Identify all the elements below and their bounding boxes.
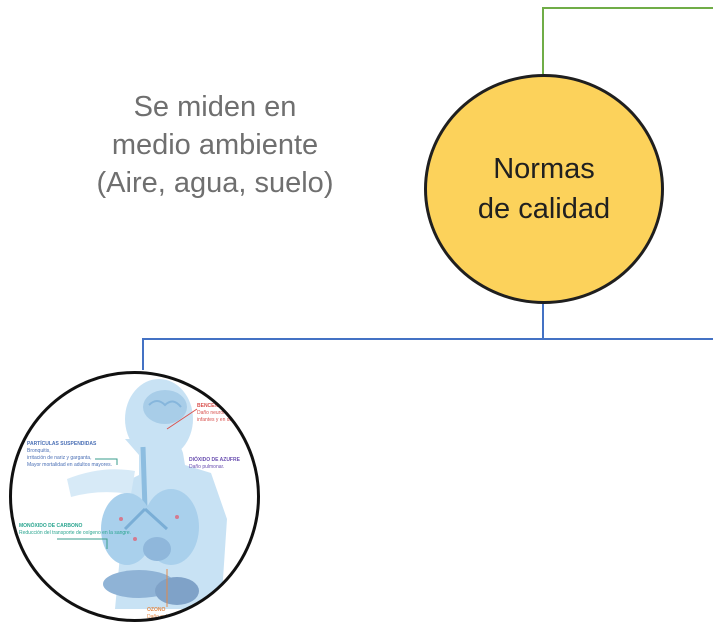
main-node-line-1: Normas (493, 153, 595, 185)
label-monoxido-desc: Reducción del transporte de oxígeno en l… (19, 530, 131, 536)
label-ozono: OZONO (147, 607, 165, 613)
label-dioxido: DIÓXIDO DE AZUFRE (189, 455, 241, 463)
label-benceno: BENCENO (197, 403, 222, 409)
label-particulas: PARTÍCULAS SUSPENDIDAS (27, 439, 97, 447)
side-note-line-2: medio ambiente (111, 129, 319, 161)
label-particulas-desc-2: irritación de nariz y garganta, (27, 455, 91, 461)
label-benceno-desc-1: Daño neuronal, (197, 410, 231, 416)
side-note-line-3: (Aire, agua, suelo) (96, 167, 334, 199)
connector-green-line (542, 7, 713, 74)
label-benceno-desc-2: infantes y en desarrollo. (197, 417, 250, 423)
side-note-line-1: Se miden en (133, 91, 297, 123)
main-node-line-2: de calidad (477, 193, 611, 225)
image-circle-border (9, 371, 260, 622)
normas-de-calidad-node: Normas de calidad (424, 74, 664, 304)
human-silhouette-icon (67, 379, 227, 609)
connector-blue-left-line (142, 338, 543, 370)
label-monoxido: MONÓXIDO DE CARBONO (19, 521, 82, 529)
respiratory-system-image: PARTÍCULAS SUSPENDIDAS Bronquitis, irrit… (9, 371, 260, 622)
label-particulas-desc-1: Bronquitis, (27, 448, 51, 454)
side-note: Se miden en medio ambiente (Aire, agua, … (60, 88, 370, 202)
label-particulas-desc-3: Mayor mortalidad en adultos mayores. (27, 462, 112, 468)
label-dioxido-desc: Daño pulmonar. (189, 464, 224, 470)
connector-blue-right-line (542, 304, 713, 340)
